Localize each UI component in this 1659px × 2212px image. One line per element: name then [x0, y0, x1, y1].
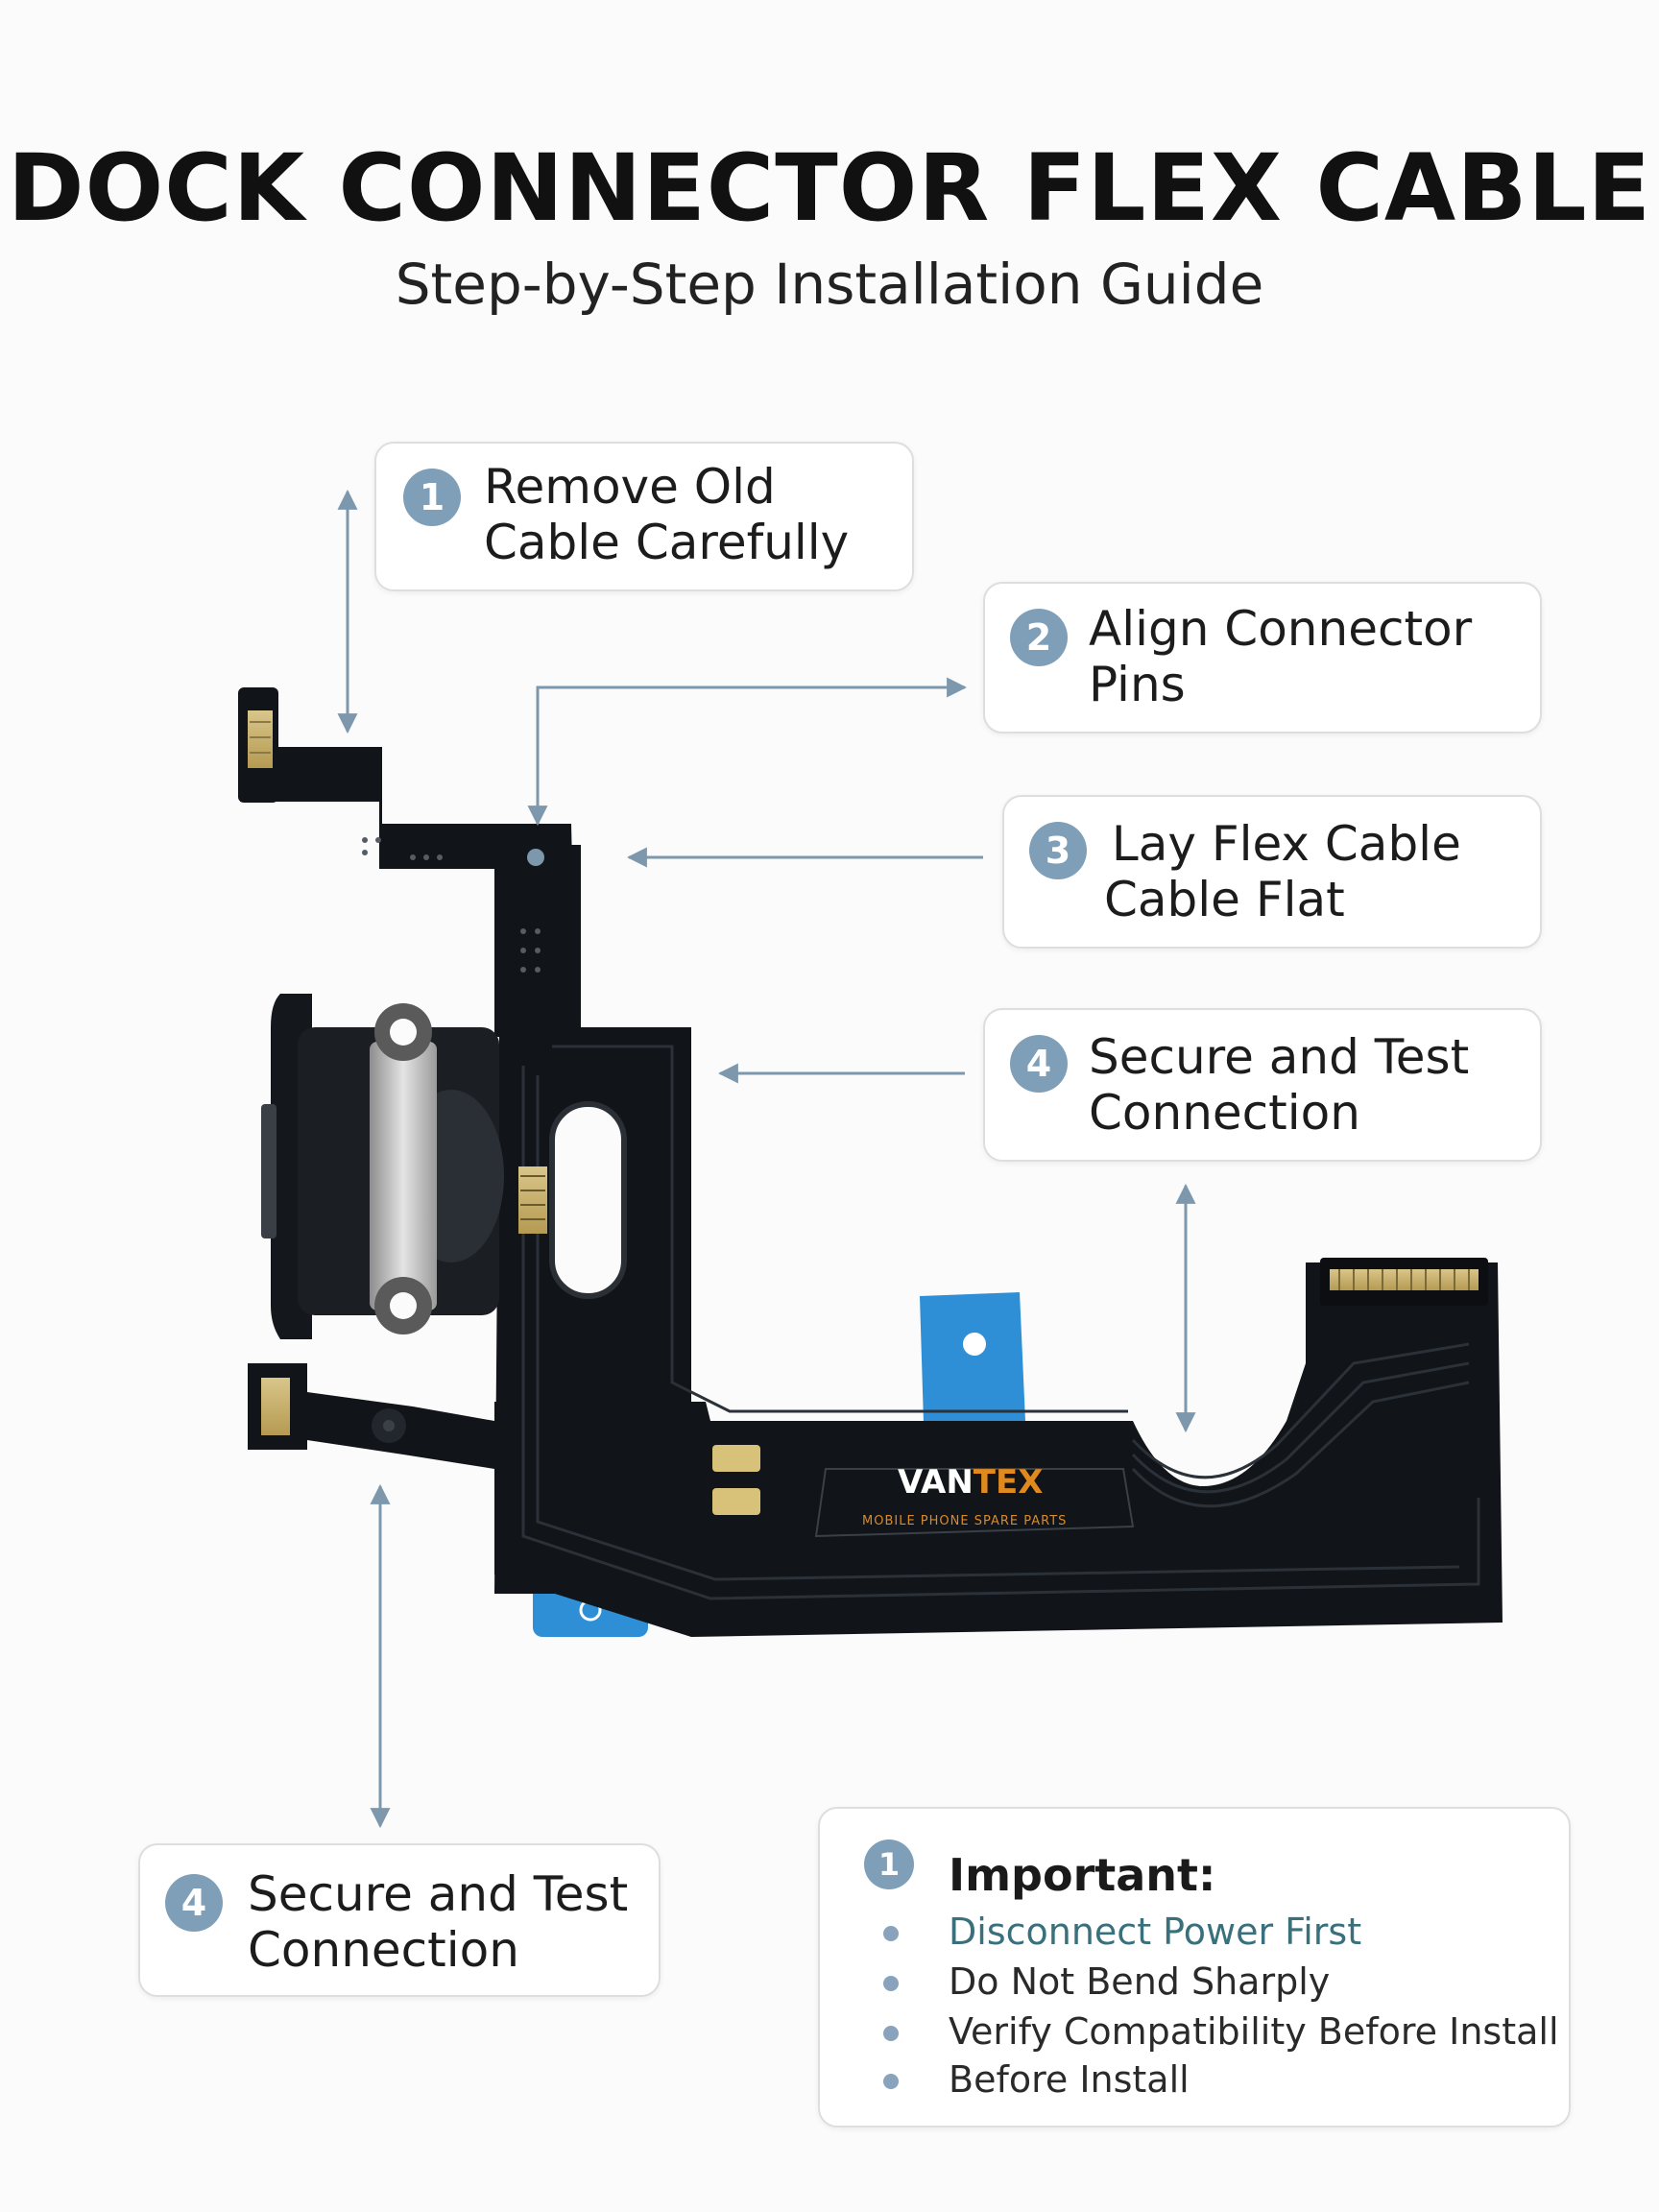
- bullet-icon: [883, 2026, 899, 2041]
- important-item: Disconnect Power First: [949, 1911, 1362, 1953]
- step-4-label-line2: Connection: [1089, 1085, 1360, 1141]
- info-number-badge: 1: [864, 1839, 914, 1889]
- step-2-callout: 2 Align Connector Pins: [983, 582, 1542, 733]
- important-item: Before Install: [949, 2058, 1190, 2101]
- step-2-label-line1: Align Connector: [1089, 601, 1473, 657]
- step-number-badge: 4: [165, 1874, 223, 1932]
- important-title: Important:: [949, 1849, 1216, 1901]
- page-subtitle: Step-by-Step Installation Guide: [395, 252, 1264, 317]
- step-1-callout: 1 Remove Old Cable Carefully: [374, 442, 914, 591]
- blue-tab-top: [920, 1292, 1025, 1423]
- bullet-icon: [883, 1976, 899, 1991]
- step-number-badge: 4: [1010, 1035, 1068, 1093]
- step-number-badge: 3: [1029, 822, 1087, 879]
- step-number-badge: 1: [403, 469, 461, 526]
- step-4-label-line1: Secure and Test: [1089, 1029, 1470, 1085]
- step-4b-callout: 4 Secure and Test Connection: [138, 1843, 661, 1997]
- step-4-callout: 4 Secure and Test Connection: [983, 1008, 1542, 1162]
- step-4b-label-line2: Connection: [248, 1922, 519, 1978]
- lightning-port: [261, 994, 504, 1339]
- page-title: DOCK CONNECTOR FLEX CABLE: [7, 134, 1652, 242]
- step-1-label-line1: Remove Old: [484, 459, 776, 515]
- bullet-icon: [883, 1926, 899, 1941]
- important-item: Verify Compatibility Before Install: [949, 2010, 1559, 2053]
- step-number-badge: 2: [1010, 609, 1068, 666]
- arrow-step2: [527, 677, 968, 827]
- step-3-label-line1: Lay Flex Cable: [1096, 816, 1461, 872]
- brand-logo: VANTEX: [898, 1463, 1043, 1502]
- important-item: Do Not Bend Sharply: [949, 1960, 1331, 2003]
- brand-tagline: MOBILE PHONE SPARE PARTS: [862, 1514, 1067, 1528]
- step-1-label-line2: Cable Carefully: [484, 515, 850, 570]
- step-3-label-line2: Cable Flat: [1104, 872, 1345, 927]
- step-4b-label-line1: Secure and Test: [248, 1866, 629, 1922]
- step-3-callout: 3 Lay Flex Cable Cable Flat: [1002, 795, 1542, 949]
- step-2-label-line2: Pins: [1089, 657, 1186, 712]
- bullet-icon: [883, 2074, 899, 2089]
- important-notes-box: 1 Important: Disconnect Power First Do N…: [818, 1807, 1571, 2128]
